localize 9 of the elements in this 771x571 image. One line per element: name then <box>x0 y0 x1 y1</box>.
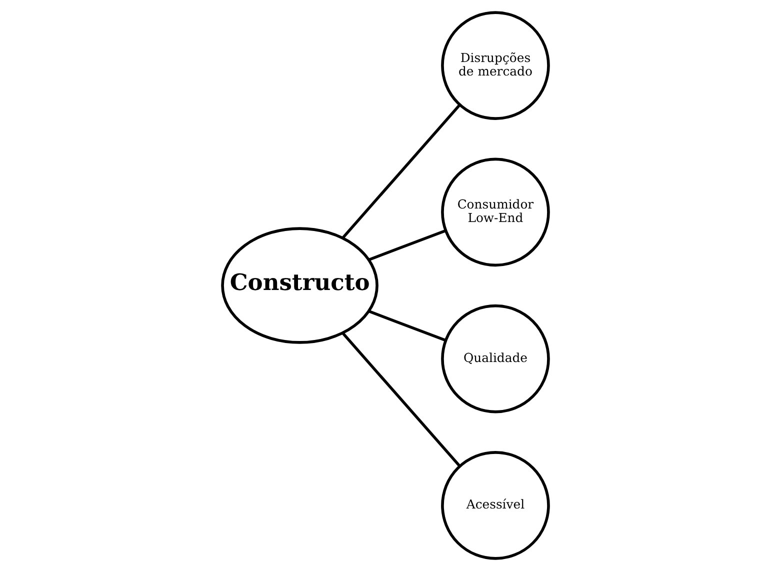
connector <box>368 310 446 342</box>
connector <box>342 104 461 239</box>
node-circle: Consumidor Low-End <box>441 158 550 267</box>
node-circle: Qualidade <box>441 304 550 414</box>
connector <box>368 229 446 261</box>
node-ellipse: Constructo <box>221 227 378 344</box>
node-circle: Acessível <box>441 451 550 560</box>
node-circle: Disrupções de mercado <box>441 11 550 120</box>
connector <box>342 332 461 467</box>
